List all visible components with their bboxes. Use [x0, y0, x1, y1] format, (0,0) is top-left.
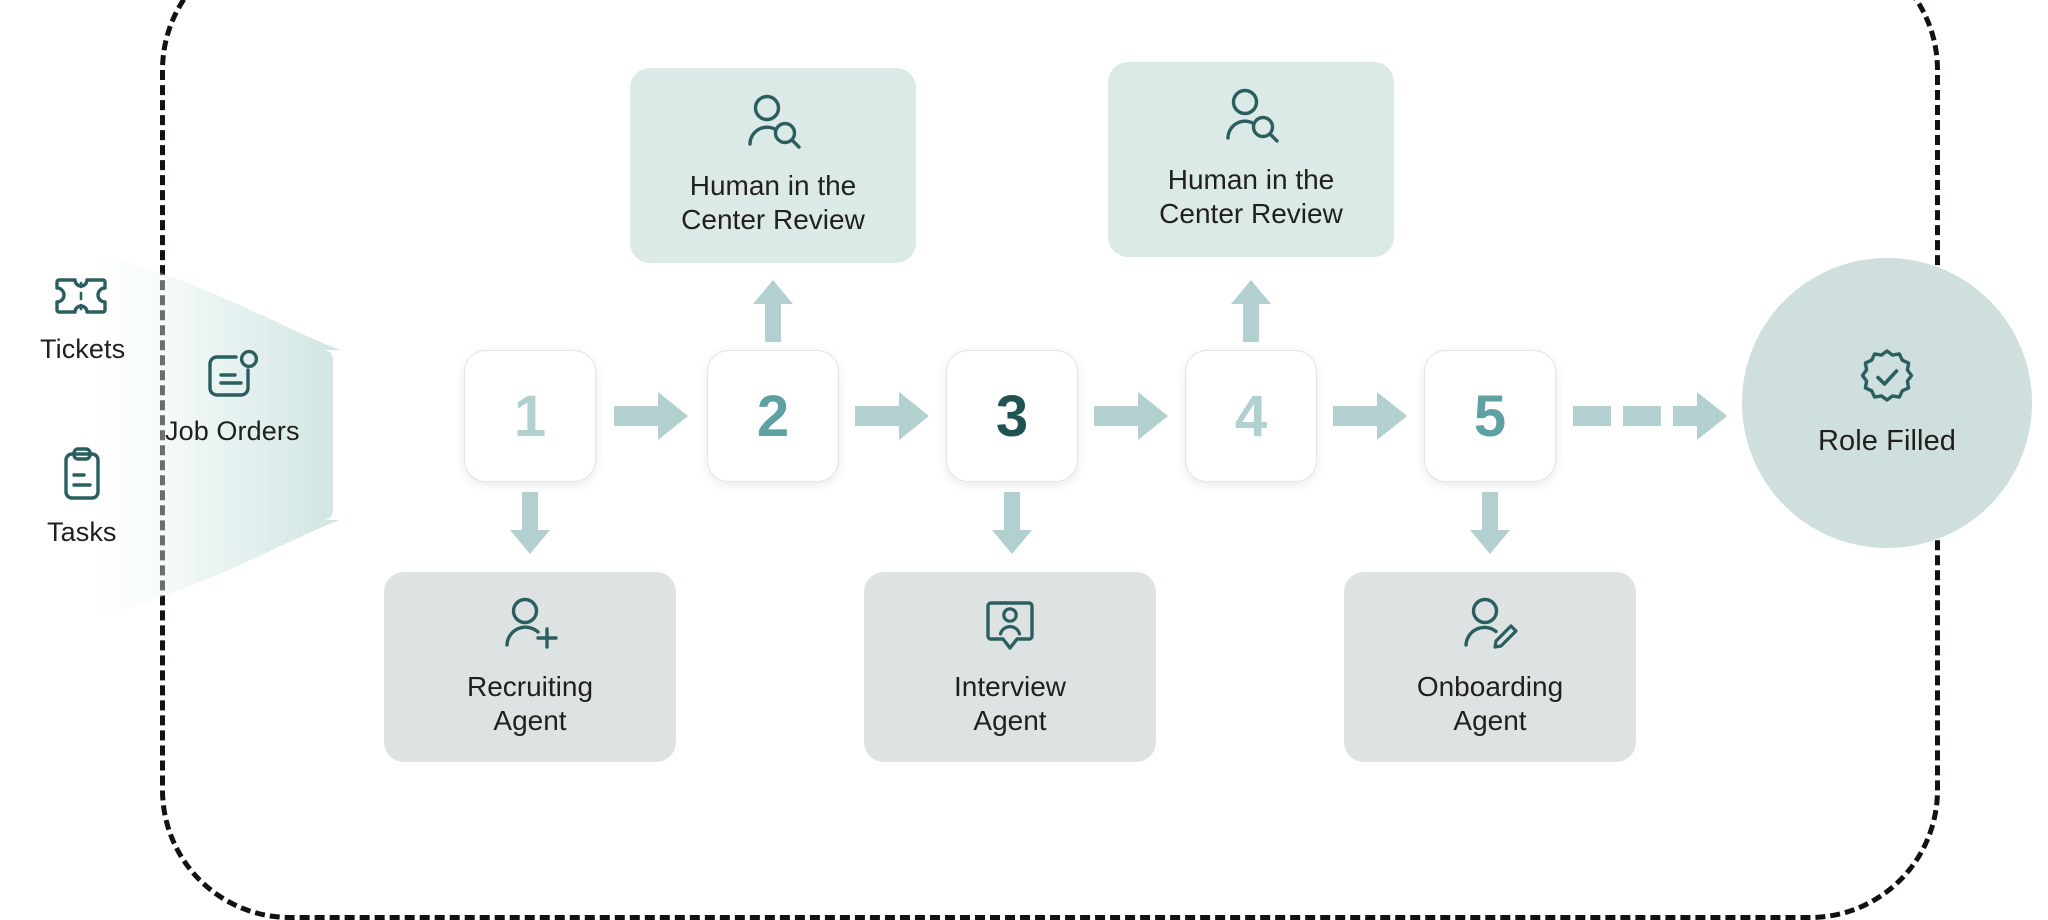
step-box-3[interactable]: 3	[946, 350, 1078, 482]
step-number: 3	[995, 383, 1029, 449]
agent-label-line1: Recruiting	[466, 670, 594, 702]
arrow-step-4-to-5	[1333, 392, 1407, 440]
step-number: 2	[756, 383, 790, 449]
step-number: 1	[513, 383, 547, 449]
step-box-2[interactable]: 2	[707, 350, 839, 482]
agent-card-interview[interactable]: Interview Agent	[864, 572, 1156, 762]
person-edit-icon	[1461, 597, 1519, 656]
agent-label-line1: Interview	[953, 670, 1067, 702]
human-review-card-1[interactable]: Human in the Center Review	[630, 68, 916, 263]
input-label: Tasks	[47, 517, 117, 547]
agent-label-line1: Onboarding	[1416, 670, 1564, 702]
agent-label-line2: Agent	[973, 704, 1047, 736]
agent-card-recruiting[interactable]: Recruiting Agent	[384, 572, 676, 762]
verified-badge-icon	[1857, 348, 1917, 413]
step-box-1[interactable]: 1	[464, 350, 596, 482]
input-tasks: Tasks	[47, 447, 117, 548]
arrow-step-2-to-review-1	[753, 280, 793, 342]
person-search-icon	[1220, 88, 1282, 149]
arrow-step-1-to-2	[614, 392, 688, 440]
review-label-line2: Center Review	[681, 204, 865, 235]
arrow-step-2-to-3	[855, 392, 929, 440]
step-number: 5	[1473, 383, 1507, 449]
diagram-canvas: Tickets Job Orders Tasks 1 2 3 4	[40, 0, 2032, 920]
arrow-step-3-to-4	[1094, 392, 1168, 440]
arrow-step-5-to-agent-3	[1470, 492, 1510, 554]
arrow-step-3-to-agent-2	[992, 492, 1032, 554]
step-number: 4	[1234, 383, 1268, 449]
intake-funnel	[85, 250, 340, 620]
outcome-role-filled[interactable]: Role Filled	[1742, 258, 2032, 548]
review-label-line1: Human in the	[1167, 164, 1335, 196]
arrow-step-5-to-outcome	[1573, 392, 1727, 440]
person-search-icon	[742, 94, 804, 155]
person-add-icon	[501, 597, 559, 656]
arrow-step-1-to-agent-1	[510, 492, 550, 554]
arrow-step-4-to-review-2	[1231, 280, 1271, 342]
clipboard-icon	[58, 447, 106, 508]
step-box-4[interactable]: 4	[1185, 350, 1317, 482]
review-label-line1: Human in the	[689, 170, 857, 202]
job-order-icon	[204, 348, 260, 407]
person-card-icon	[983, 597, 1037, 656]
agent-label-line2: Agent	[1453, 704, 1527, 736]
agent-card-onboarding[interactable]: Onboarding Agent	[1344, 572, 1636, 762]
input-job-orders: Job Orders	[165, 348, 300, 447]
outcome-label: Role Filled	[1817, 425, 1957, 457]
input-tickets: Tickets	[40, 272, 125, 365]
step-box-5[interactable]: 5	[1424, 350, 1556, 482]
ticket-icon	[54, 272, 111, 325]
input-label: Job Orders	[165, 416, 300, 446]
agent-label-line2: Agent	[493, 704, 567, 736]
input-label: Tickets	[40, 334, 126, 364]
human-review-card-2[interactable]: Human in the Center Review	[1108, 62, 1394, 257]
review-label-line2: Center Review	[1159, 198, 1343, 229]
